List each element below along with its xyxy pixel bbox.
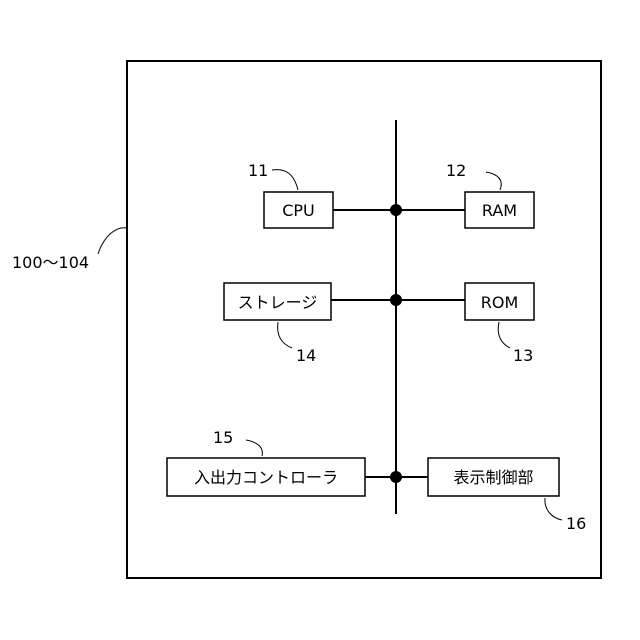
io-controller-ref: 15 <box>213 428 233 447</box>
junction-dot <box>390 204 402 216</box>
io-controller-label: 入出力コントローラ <box>194 468 338 487</box>
ram-ref: 12 <box>446 161 466 180</box>
storage-label: ストレージ <box>238 293 318 312</box>
display-controller-label: 表示制御部 <box>453 468 533 487</box>
cpu-label: CPU <box>282 201 315 220</box>
rom-label: ROM <box>481 293 519 312</box>
cpu-ref: 11 <box>248 161 268 180</box>
display-controller-ref-leader <box>545 498 562 520</box>
rom-ref: 13 <box>513 346 533 365</box>
device-label-leader <box>98 228 127 254</box>
display-controller-ref: 16 <box>566 514 586 533</box>
storage-ref-leader <box>278 322 292 348</box>
io-controller-ref-leader <box>246 440 262 456</box>
ram-ref-leader <box>486 172 501 190</box>
cpu-ref-leader <box>272 170 298 190</box>
ram-label: RAM <box>482 201 517 220</box>
device-label: 100〜104 <box>12 253 89 272</box>
rom-ref-leader <box>498 322 510 348</box>
junction-dot <box>390 471 402 483</box>
junction-dot <box>390 294 402 306</box>
storage-ref: 14 <box>296 346 316 365</box>
